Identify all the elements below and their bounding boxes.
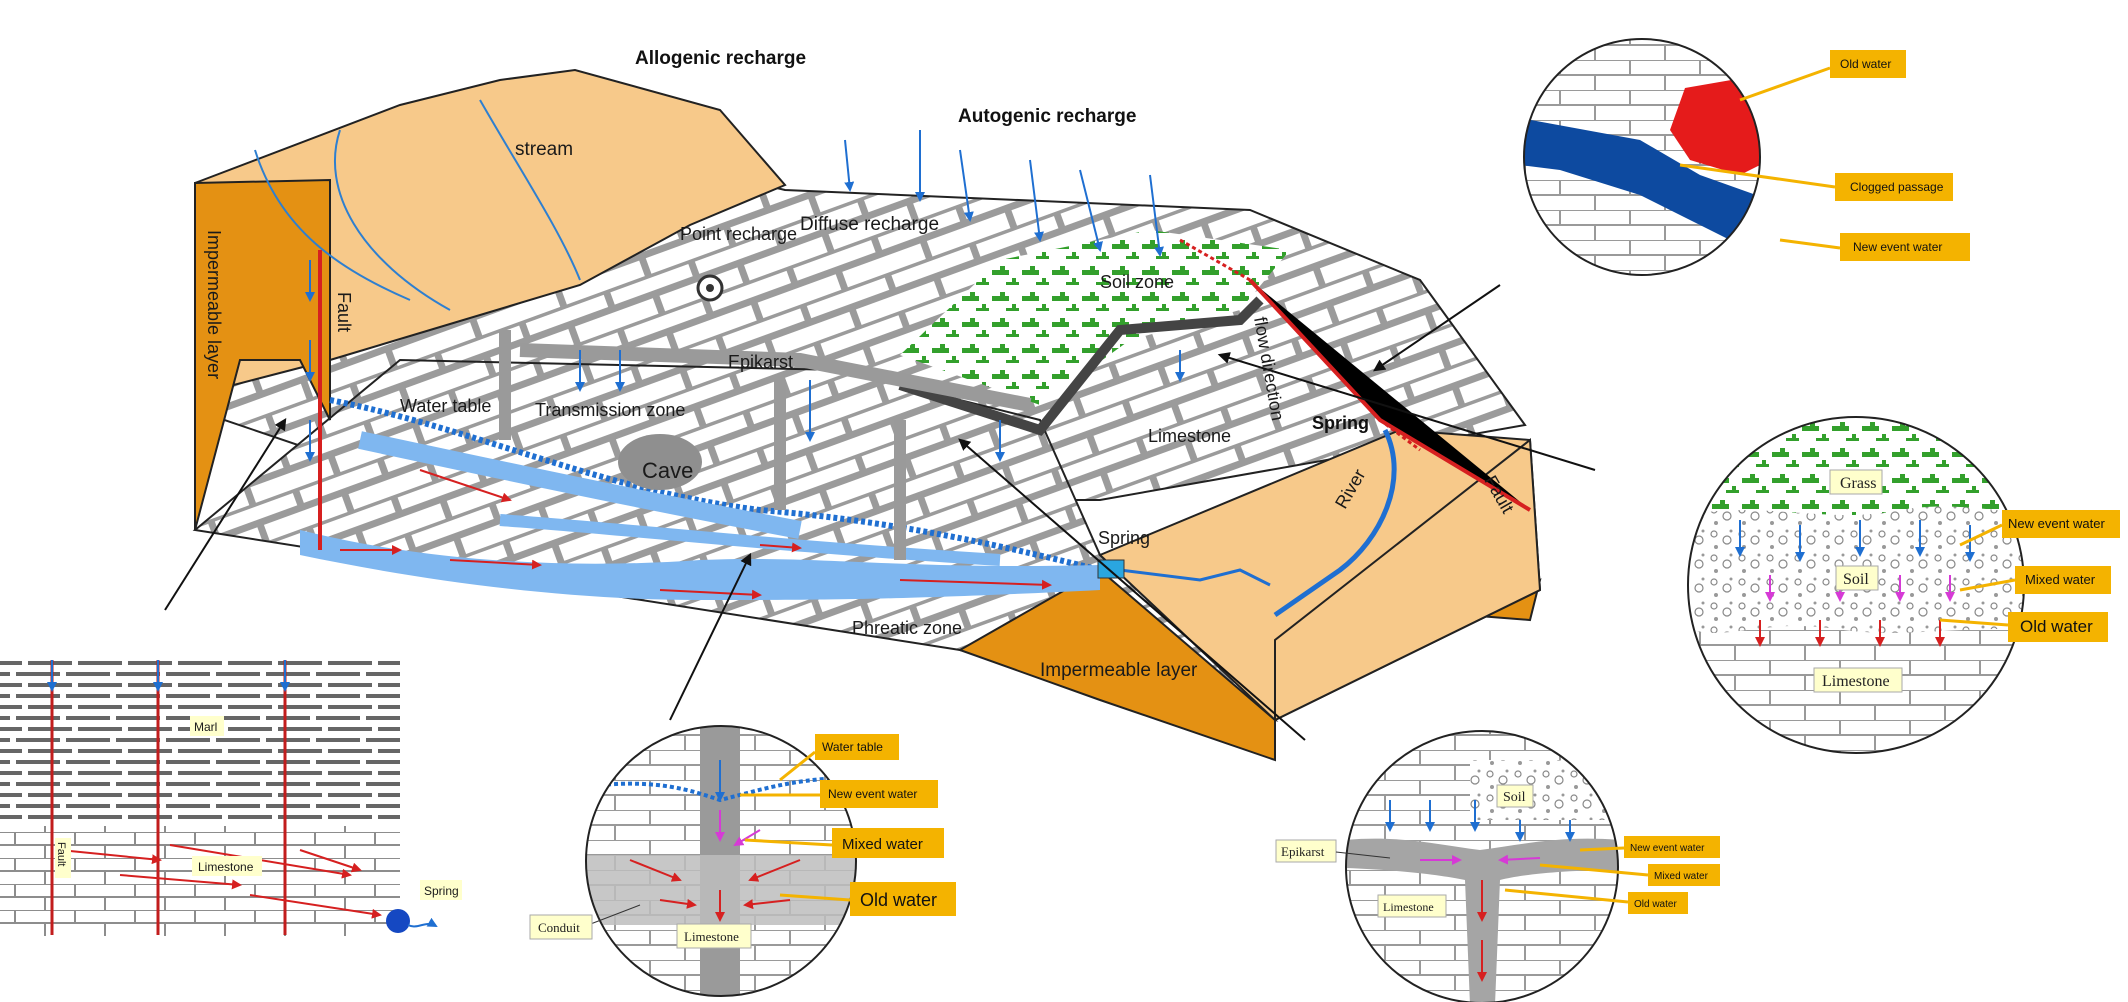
label-diffuse-recharge: Diffuse recharge [800, 214, 939, 235]
tag-br-new-event-water: New event water [1630, 843, 1705, 854]
inset-top-right: Old water Clogged passage New event wate… [1523, 38, 1970, 276]
inset-bottom-right: Soil Epikarst Limestone New event water … [1275, 730, 1720, 1002]
tag-center-mixed-water: Mixed water [842, 836, 923, 853]
label-limestone-center: Limestone [684, 929, 739, 944]
tag-right-mixed-water: Mixed water [2025, 572, 2096, 587]
main-block [164, 68, 1596, 762]
tag-br-old-water: Old water [1634, 899, 1677, 910]
label-soil: Soil [1843, 571, 1869, 588]
label-transmission-zone: Transmission zone [535, 400, 685, 420]
label-conduit: Conduit [538, 920, 580, 935]
label-limestone: Limestone [1148, 426, 1231, 446]
label-phreatic-zone: Phreatic zone [852, 618, 962, 638]
cave-shape [618, 434, 702, 490]
tag-new-event-water: New event water [1853, 240, 1942, 254]
label-water-table: Water table [400, 396, 491, 416]
inset-right: Grass Soil Limestone New event water Mix… [1687, 416, 2120, 754]
tag-center-new-event-water: New event water [828, 787, 917, 801]
epikarst-band [898, 296, 1264, 436]
tag-center-water-table: Water table [822, 740, 883, 754]
label-spring-bold: Spring [1312, 413, 1369, 433]
label-spring-inset: Spring [424, 884, 459, 898]
label-soil-zone: Soil zone [1100, 272, 1174, 292]
label-grass: Grass [1840, 475, 1876, 492]
label-allogenic-recharge: Allogenic recharge [635, 48, 806, 69]
label-epikarst: Epikarst [728, 352, 793, 372]
stream-lines [254, 99, 581, 311]
impermeable-left-face [194, 178, 331, 531]
autogenic-recharge-arrows [305, 130, 1185, 462]
label-fault-left: Fault [334, 292, 354, 332]
label-cave: Cave [642, 458, 693, 483]
phreatic-conduits [300, 530, 1100, 600]
label-soil-br: Soil [1503, 790, 1526, 805]
label-limestone-inset: Limestone [198, 860, 254, 874]
tag-clogged-passage: Clogged passage [1850, 180, 1944, 194]
tag-right-new-event-water: New event water [2008, 516, 2105, 531]
inset-right-labels: Grass Soil Limestone [1813, 469, 1903, 693]
label-impermeable-layer-left: Impermeable layer [204, 230, 224, 379]
tag-right-old-water: Old water [2020, 617, 2093, 636]
tag-br-mixed-water: Mixed water [1654, 871, 1709, 882]
label-fault-inset: Fault [55, 842, 67, 866]
tag-center-old-water: Old water [860, 890, 937, 910]
label-point-recharge: Point recharge [680, 224, 797, 244]
red-flow-arrows [340, 469, 1052, 600]
tag-old-water: Old water [1840, 57, 1891, 71]
label-stream: stream [515, 139, 573, 160]
label-marl: Marl [194, 720, 217, 734]
soil-zone [900, 230, 1290, 405]
pointer-lines [164, 284, 1596, 741]
river-line [1273, 428, 1397, 618]
label-limestone-right: Limestone [1822, 673, 1890, 690]
spring-dot [386, 909, 410, 933]
label-limestone-br: Limestone [1383, 900, 1434, 914]
label-epikarst-br: Epikarst [1281, 844, 1325, 859]
inset-bottom-center: Water table New event water Mixed water … [529, 725, 956, 997]
label-impermeable-layer-bottom: Impermeable layer [1040, 660, 1198, 681]
label-autogenic-recharge: Autogenic recharge [958, 106, 1136, 127]
label-spring-small: Spring [1098, 528, 1150, 548]
inset-bottom-left: Marl Fault Limestone Spring [0, 656, 462, 936]
